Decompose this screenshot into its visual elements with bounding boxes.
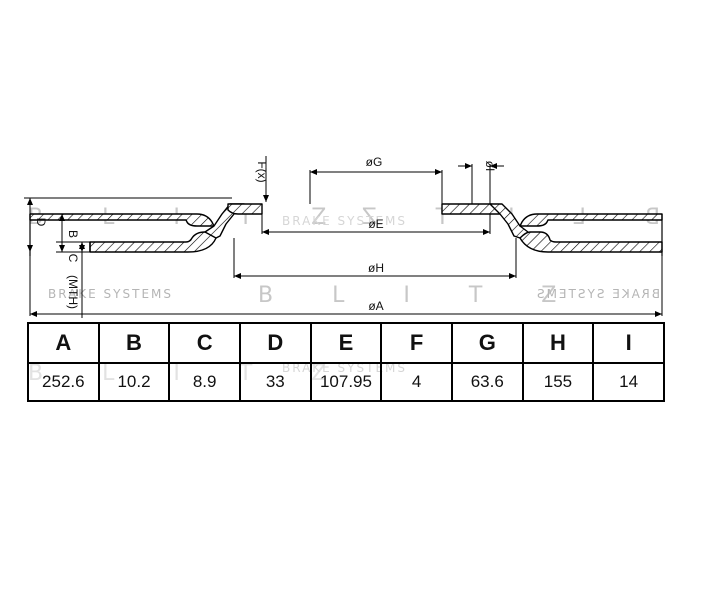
header-h: H bbox=[521, 322, 595, 364]
dimensions-value-row: 252.6 10.2 8.9 33 107.95 4 63.6 155 14 bbox=[27, 362, 665, 402]
value-i: 14 bbox=[592, 362, 665, 402]
dimension-labels: D B C (MTH) F(x) øG øI øE øH øA bbox=[34, 155, 497, 313]
label-f: F(x) bbox=[255, 161, 269, 182]
value-e: 107.95 bbox=[309, 362, 383, 402]
left-inner-plate bbox=[89, 231, 217, 253]
value-c: 8.9 bbox=[168, 362, 241, 402]
label-e: øE bbox=[368, 217, 383, 231]
label-mth: (MTH) bbox=[66, 275, 80, 309]
label-h: øH bbox=[368, 261, 384, 275]
dimensions-header-row: A B C D E F G H I bbox=[27, 322, 665, 364]
dimensions-table: A B C D E F G H I 252.6 10.2 8.9 33 107.… bbox=[27, 322, 665, 402]
value-g: 63.6 bbox=[450, 362, 524, 402]
watermark-tagline-right: BRAKE SYSTEMS bbox=[535, 287, 660, 301]
header-g: G bbox=[450, 322, 524, 364]
header-f: F bbox=[380, 322, 453, 364]
watermark-brand-middle: B L I T Z bbox=[258, 283, 582, 308]
header-b: B bbox=[97, 322, 171, 364]
label-c: C bbox=[66, 254, 80, 263]
label-g: øG bbox=[366, 155, 383, 169]
watermark-tagline-left: BRAKE SYSTEMS bbox=[48, 287, 173, 301]
value-h: 155 bbox=[521, 362, 595, 402]
header-d: D bbox=[238, 322, 312, 364]
watermark-tagline-center: BRAKE SYSTEMS bbox=[282, 214, 407, 228]
header-i: I bbox=[592, 322, 665, 364]
label-d: D bbox=[34, 218, 48, 227]
header-c: C bbox=[168, 322, 241, 364]
header-a: A bbox=[27, 322, 100, 364]
value-d: 33 bbox=[238, 362, 312, 402]
label-b: B bbox=[66, 230, 80, 238]
top-hat-plate bbox=[227, 203, 263, 215]
value-f: 4 bbox=[380, 362, 453, 402]
header-e: E bbox=[309, 322, 383, 364]
dimension-lines bbox=[24, 156, 663, 318]
value-b: 10.2 bbox=[97, 362, 171, 402]
disc-cross-section bbox=[29, 203, 663, 256]
left-outer-plate bbox=[29, 213, 215, 227]
label-a: øA bbox=[368, 299, 383, 313]
value-a: 252.6 bbox=[27, 362, 100, 402]
right-inner-plate bbox=[519, 231, 663, 253]
label-i: øI bbox=[483, 161, 497, 172]
